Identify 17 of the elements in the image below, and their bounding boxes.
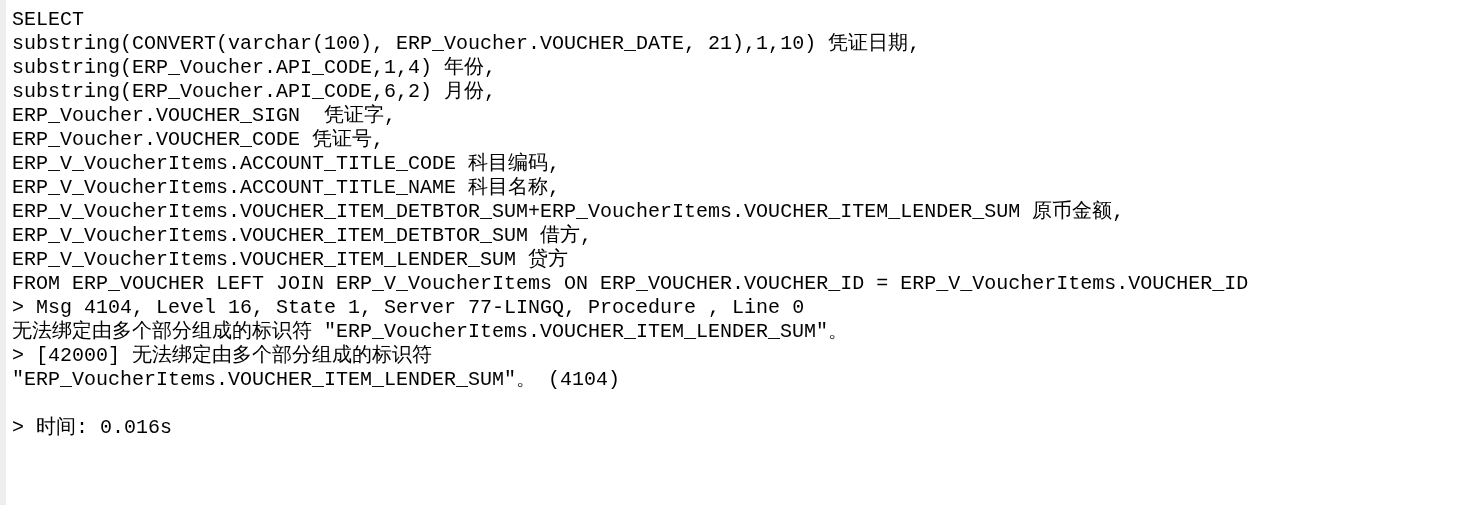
code-line: > [42000] 无法绑定由多个部分组成的标识符 [12, 344, 433, 368]
code-line: ERP_V_VoucherItems.ACCOUNT_TITLE_NAME 科目名称, [12, 176, 561, 200]
code-line: 无法绑定由多个部分组成的标识符 "ERP_VoucherItems.VOUCHER_ITEM_LENDER_SUM"。 [12, 320, 849, 344]
code-line: > Msg 4104, Level 16, State 1, Server 77-LINGQ, Procedure , Line 0 [12, 296, 805, 320]
code-line: ERP_Voucher.VOUCHER_CODE 凭证号, [12, 128, 385, 152]
code-line: FROM ERP_VOUCHER LEFT JOIN ERP_V_VoucherItems ON ERP_VOUCHER.VOUCHER_ID = ERP_V_VoucherItems.VOUCHER_ID [12, 272, 1249, 296]
code-line: substring(CONVERT(varchar(100), ERP_Voucher.VOUCHER_DATE, 21),1,10) 凭证日期, [12, 32, 921, 56]
code-line: ERP_V_VoucherItems.VOUCHER_ITEM_DETBTOR_SUM+ERP_VoucherItems.VOUCHER_ITEM_LENDER_SUM 原币金额, [12, 200, 1125, 224]
code-line: ERP_V_VoucherItems.VOUCHER_ITEM_LENDER_SUM 贷方 [12, 248, 569, 272]
code-line: ERP_V_VoucherItems.ACCOUNT_TITLE_CODE 科目编码, [12, 152, 561, 176]
code-line: ERP_Voucher.VOUCHER_SIGN 凭证字, [12, 104, 397, 128]
code-line: substring(ERP_Voucher.API_CODE,1,4) 年份, [12, 56, 497, 80]
code-line: substring(ERP_Voucher.API_CODE,6,2) 月份, [12, 80, 497, 104]
code-line: SELECT [12, 8, 84, 32]
code-line: "ERP_VoucherItems.VOUCHER_ITEM_LENDER_SUM"。 (4104) [12, 368, 621, 392]
code-line: > 时间: 0.016s [12, 416, 173, 440]
code-line: ERP_V_VoucherItems.VOUCHER_ITEM_DETBTOR_SUM 借方, [12, 224, 593, 248]
